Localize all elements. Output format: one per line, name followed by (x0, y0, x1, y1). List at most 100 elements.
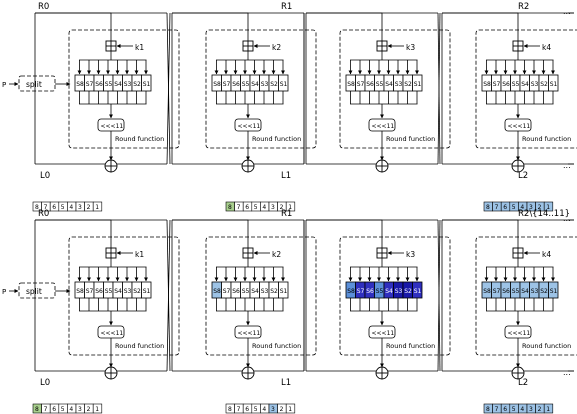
panel-top-round-4-rot-label: <<<11 (508, 123, 531, 130)
panel-bottom-round-2-sbox-label-1: S8 (213, 288, 221, 295)
panel-top-round-4-add-symbol (512, 40, 524, 52)
panel-bottom-round-2-sbox-label-3: S6 (232, 288, 240, 295)
panel-bottom-state-1-cell-8 (285, 403, 296, 414)
panel-top-round-3-frame (339, 29, 451, 149)
panel-bottom-state-0-cell-label-4: 5 (61, 406, 65, 413)
panel-bottom-round-1-rot-label: <<<11 (101, 330, 124, 337)
panel-top-round-4-xor-symbol (511, 159, 525, 173)
panel-top-round-2-rot-label: <<<11 (238, 123, 261, 130)
panel-top-round-1-sbox-label-4: S5 (105, 81, 113, 88)
panel-bottom-round-3-sbox-label-3: S6 (366, 288, 374, 295)
panel-top-round-4-top-wire (442, 12, 519, 41)
panel-bottom-state-1-cell-label-5: 4 (262, 406, 266, 413)
panel-top-state-0-cell-label-8: 1 (95, 204, 99, 211)
panel-bottom-round-3-sbox-label-4: S5 (376, 288, 384, 295)
panel-top-round-4-sbox-label-6: S3 (531, 81, 539, 88)
panel-bottom-split-label: split (26, 287, 42, 296)
panel-bottom-round-1-cross-2 (166, 219, 171, 372)
panel-top-round-3-top-wire (306, 12, 383, 41)
panel-top-round-4-sbox-label-5: S4 (521, 81, 529, 88)
panel-top-round-1-sbox-label-3: S6 (95, 81, 103, 88)
panel-bottom-state-0-cell-label-8: 1 (95, 406, 99, 413)
panel-bottom-round-1-sbox-label-4: S5 (105, 288, 113, 295)
panel-top-round-1-sbox-label-5: S4 (114, 81, 122, 88)
panel-top-round-3-sbox-label-8: S1 (414, 81, 422, 88)
panel-bottom-round-1-top-wire (35, 219, 112, 248)
panel-bottom-round-2-xor-symbol (241, 366, 255, 380)
panel-top-state-0-cell-label-7: 2 (87, 204, 91, 211)
panel-bottom-round-4-xor-symbol (511, 366, 525, 380)
panel-top-round-2-sbox-label-5: S4 (251, 81, 259, 88)
panel-top-round-4-rf-label: Round function (522, 135, 571, 143)
panel-bottom-round-1-sbox-label-3: S6 (95, 288, 103, 295)
panel-top-round-4-sbox-label-3: S6 (502, 81, 510, 88)
panel-bottom-r-label-2: R2\{14..11} (518, 209, 570, 219)
panel-top-state-2-cell-label-1: 8 (486, 204, 490, 211)
panel-bottom-round-1-sbox-label-7: S2 (133, 288, 141, 295)
panel-bottom-state-2-cell-label-7: 2 (538, 406, 542, 413)
panel-bottom-round-2-sbox-label-7: S2 (270, 288, 278, 295)
panel-top-round-3-key-label: k3 (406, 43, 415, 52)
panel-top-round-2-frame (205, 29, 317, 149)
panel-top-round-3-sbox-label-1: S8 (347, 81, 355, 88)
panel-top-round-1-top-wire (35, 12, 112, 41)
panel-top-state-2-cell-label-6: 3 (529, 204, 533, 211)
panel-top-round-4-sbox-label-8: S1 (550, 81, 558, 88)
panel-bottom-round-3-cross-2 (437, 219, 441, 372)
panel-bottom-round-3-top-wire (306, 219, 383, 248)
panel-top-l-label-2: L2 (518, 171, 528, 181)
panel-bottom-state-1-cell-label-4: 5 (254, 406, 258, 413)
panel-top-round-4-sbox-label-4: S5 (512, 81, 520, 88)
panel-bottom-round-1-sbox-label-2: S7 (86, 288, 94, 295)
panel-top-round-1-xor-symbol (104, 159, 118, 173)
panel-top-round-2-key-label: k2 (272, 43, 281, 52)
panel-top-cont-top: ... (563, 7, 571, 16)
panel-top-round-1-sbox-label-2: S7 (86, 81, 94, 88)
panel-bottom-round-2-top-wire (172, 219, 249, 248)
panel-top-round-3-cross-2 (437, 12, 441, 165)
panel-top-state-2-cell-label-7: 2 (538, 204, 542, 211)
panel-bottom-state-0-cell-label-2: 7 (44, 406, 48, 413)
panel-bottom-round-1-sbox-label-8: S1 (143, 288, 151, 295)
panel-top-state-1-cell-label-4: 5 (254, 204, 258, 211)
panel-top-round-3-sbox-label-6: S3 (395, 81, 403, 88)
panel-top-round-3-sbox-label-4: S5 (376, 81, 384, 88)
panel-top-state-2-cell-label-4: 5 (512, 204, 516, 211)
panel-bottom-l-label-1: L1 (281, 378, 291, 388)
panel-bottom-cont-bot: ... (563, 368, 571, 377)
panel-bottom-state-2-cell-label-1: 8 (486, 406, 490, 413)
panel-top-round-1-key-label: k1 (135, 43, 144, 52)
panel-bottom-l-label-0: L0 (40, 378, 50, 388)
panel-bottom-state-0-cell-8 (92, 403, 103, 414)
panel-bottom-round-3-rf-label: Round function (386, 342, 435, 350)
panel-bottom-state-0-cell-label-6: 3 (78, 406, 82, 413)
panel-top-l-label-0: L0 (40, 171, 50, 181)
panel-top-round-3-sbox-label-5: S4 (385, 81, 393, 88)
panel-top-round-1-sbox-label-7: S2 (133, 81, 141, 88)
panel-bottom-state-2-cell-label-8: 1 (546, 406, 550, 413)
panel-bottom-state-1-cell-label-3: 6 (245, 406, 249, 413)
panel-top-l-label-1: L1 (281, 171, 291, 181)
panel-top-round-1-frame (68, 29, 180, 149)
panel-top-round-3-sbox-label-7: S2 (404, 81, 412, 88)
panel-top-state-0-cell-8 (92, 201, 103, 212)
panel-top-round-2-rf-label: Round function (252, 135, 301, 143)
panel-top-round-2-xor-symbol (241, 159, 255, 173)
panel-bottom-l-label-2: L2 (518, 378, 528, 388)
panel-top-round-3-sbox-label-3: S6 (366, 81, 374, 88)
panel-top-r-label-2: R2 (518, 2, 529, 12)
panel-bottom-split-box (18, 282, 56, 299)
panel-top-round-4-frame (475, 29, 577, 149)
panel-top-round-1-rot-label: <<<11 (101, 123, 124, 130)
panel-top-state-2-cell-label-5: 4 (520, 204, 524, 211)
panel-top-round-1-rf-label: Round function (115, 135, 164, 143)
panel-top-round-2-top-wire (172, 12, 249, 41)
panel-top-round-4-sbox-label-2: S7 (493, 81, 501, 88)
panel-bottom-round-4-rot-label: <<<11 (508, 330, 531, 337)
panel-bottom-round-4-sbox-label-7: S2 (540, 288, 548, 295)
panel-top-state-1-cell-label-1: 8 (228, 204, 232, 211)
panel-bottom-state-0-cell-label-3: 6 (52, 406, 56, 413)
panel-top-round-2-sbox-label-8: S1 (280, 81, 288, 88)
panel-top-state-2-cell-label-2: 7 (495, 204, 499, 211)
panel-top-state-0-cell-label-4: 5 (61, 204, 65, 211)
